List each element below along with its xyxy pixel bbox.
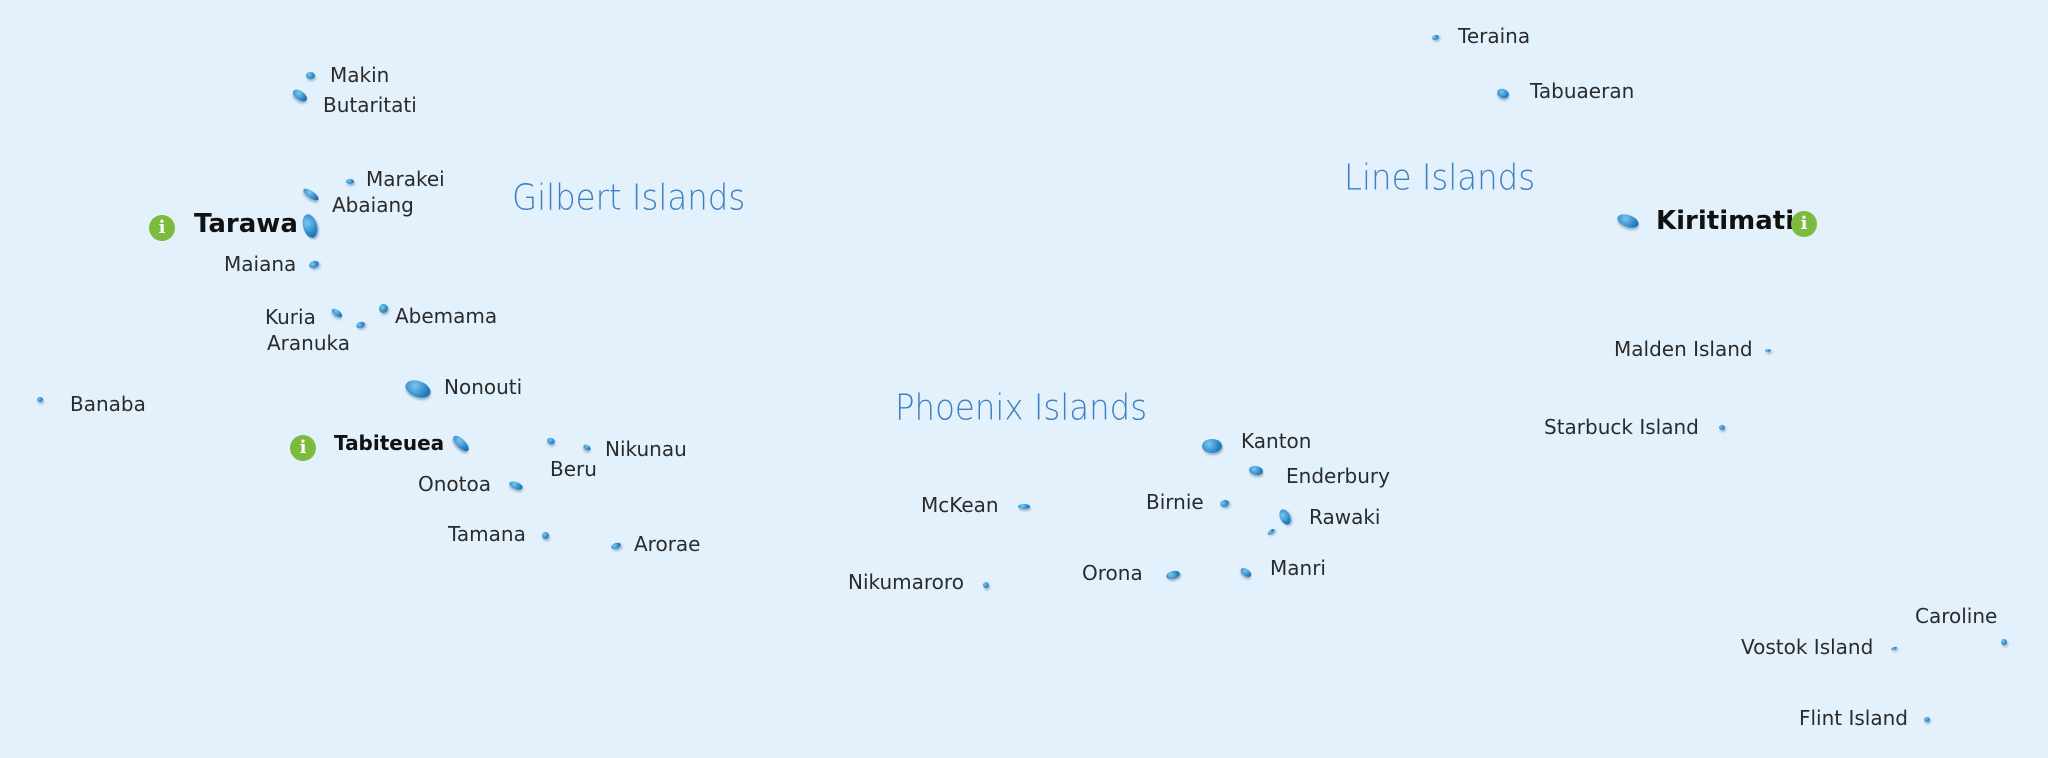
- island-shape-kanton[interactable]: [1202, 439, 1222, 453]
- island-label-banaba[interactable]: Banaba: [70, 392, 146, 416]
- island-shape-malden-island[interactable]: [1765, 348, 1771, 352]
- island-shape-birnie[interactable]: [1218, 498, 1230, 508]
- island-label-maiana[interactable]: Maiana: [224, 252, 297, 276]
- island-shape-nonouti[interactable]: [403, 377, 433, 401]
- island-label-teraina[interactable]: Teraina: [1458, 24, 1531, 48]
- island-shape-starbuck-island[interactable]: [1719, 424, 1725, 430]
- island-label-malden-island[interactable]: Malden Island: [1614, 337, 1753, 361]
- island-label-abaiang[interactable]: Abaiang: [332, 193, 414, 217]
- island-label-marakei[interactable]: Marakei: [366, 167, 445, 191]
- island-shape-butaritati[interactable]: [290, 86, 310, 104]
- island-label-tabuaeran[interactable]: Tabuaeran: [1530, 79, 1635, 103]
- island-label-kuria[interactable]: Kuria: [265, 305, 316, 329]
- region-label-gilbert-islands: Gilbert Islands: [512, 177, 746, 219]
- island-label-makin[interactable]: Makin: [330, 63, 390, 87]
- island-shape-rawaki[interactable]: [1266, 527, 1276, 537]
- island-label-beru[interactable]: Beru: [550, 457, 597, 481]
- island-shape-kuria[interactable]: [354, 320, 366, 330]
- island-label-caroline[interactable]: Caroline: [1915, 604, 1998, 628]
- info-icon[interactable]: i: [149, 215, 175, 241]
- island-shape-tamana[interactable]: [541, 531, 549, 539]
- island-shape-maiana[interactable]: [308, 259, 320, 269]
- island-shape-kuria[interactable]: [330, 307, 344, 319]
- island-label-flint-island[interactable]: Flint Island: [1799, 706, 1908, 730]
- island-label-kiritimati[interactable]: Kiritimati: [1656, 206, 1795, 236]
- island-shape-makin[interactable]: [305, 71, 315, 79]
- island-shape-caroline[interactable]: [2001, 639, 2007, 645]
- info-icon[interactable]: i: [290, 435, 316, 461]
- island-shape-marakei[interactable]: [346, 178, 354, 184]
- island-shape-tabiteuea[interactable]: [450, 432, 472, 454]
- island-label-tarawa[interactable]: Tarawa: [194, 209, 298, 239]
- island-shape-abemama[interactable]: [378, 303, 388, 313]
- island-shape-banaba[interactable]: [37, 396, 43, 402]
- island-label-onotoa[interactable]: Onotoa: [418, 472, 491, 496]
- island-label-kanton[interactable]: Kanton: [1241, 429, 1312, 453]
- island-label-aranuka[interactable]: Aranuka: [267, 331, 350, 355]
- island-shape-arorae[interactable]: [610, 541, 622, 551]
- island-shape-flint-island[interactable]: [1924, 716, 1930, 722]
- region-label-phoenix-islands: Phoenix Islands: [895, 387, 1148, 429]
- island-shape-vostok-island[interactable]: [1890, 645, 1898, 651]
- island-label-manri[interactable]: Manri: [1270, 556, 1326, 580]
- island-label-tamana[interactable]: Tamana: [448, 522, 526, 546]
- island-label-butaritati[interactable]: Butaritati: [323, 93, 417, 117]
- island-label-mckean[interactable]: McKean: [921, 493, 999, 517]
- island-shape-kiritimati[interactable]: [1615, 211, 1641, 231]
- region-label-line-islands: Line Islands: [1344, 157, 1536, 199]
- island-label-enderbury[interactable]: Enderbury: [1286, 464, 1390, 488]
- info-icon[interactable]: i: [1791, 211, 1817, 237]
- island-shape-manri[interactable]: [1239, 565, 1253, 579]
- island-shape-tarawa[interactable]: [300, 212, 320, 240]
- island-label-birnie[interactable]: Birnie: [1146, 490, 1204, 514]
- island-shape-onotoa[interactable]: [508, 479, 524, 491]
- island-shape-nikunau[interactable]: [582, 442, 592, 452]
- island-shape-mckean[interactable]: [1018, 503, 1030, 509]
- island-label-starbuck-island[interactable]: Starbuck Island: [1544, 415, 1699, 439]
- island-label-abemama[interactable]: Abemama: [395, 304, 498, 328]
- island-label-tabiteuea[interactable]: Tabiteuea: [334, 431, 445, 455]
- island-label-orona[interactable]: Orona: [1082, 561, 1143, 585]
- island-shape-orona[interactable]: [1165, 569, 1181, 581]
- island-shape-enderbury[interactable]: [1248, 464, 1264, 476]
- island-shape-nikumaroro[interactable]: [983, 582, 989, 588]
- island-label-nikumaroro[interactable]: Nikumaroro: [848, 570, 964, 594]
- island-shape-nikunau[interactable]: [546, 436, 556, 446]
- island-label-vostok-island[interactable]: Vostok Island: [1741, 635, 1874, 659]
- island-shape-abaiang[interactable]: [301, 185, 321, 203]
- island-label-nonouti[interactable]: Nonouti: [444, 375, 523, 399]
- island-shape-rawaki[interactable]: [1277, 507, 1293, 527]
- island-shape-teraina[interactable]: [1430, 33, 1440, 41]
- island-label-rawaki[interactable]: Rawaki: [1309, 505, 1381, 529]
- island-shape-tabuaeran[interactable]: [1495, 86, 1511, 100]
- island-label-nikunau[interactable]: Nikunau: [605, 437, 687, 461]
- island-label-arorae[interactable]: Arorae: [634, 532, 701, 556]
